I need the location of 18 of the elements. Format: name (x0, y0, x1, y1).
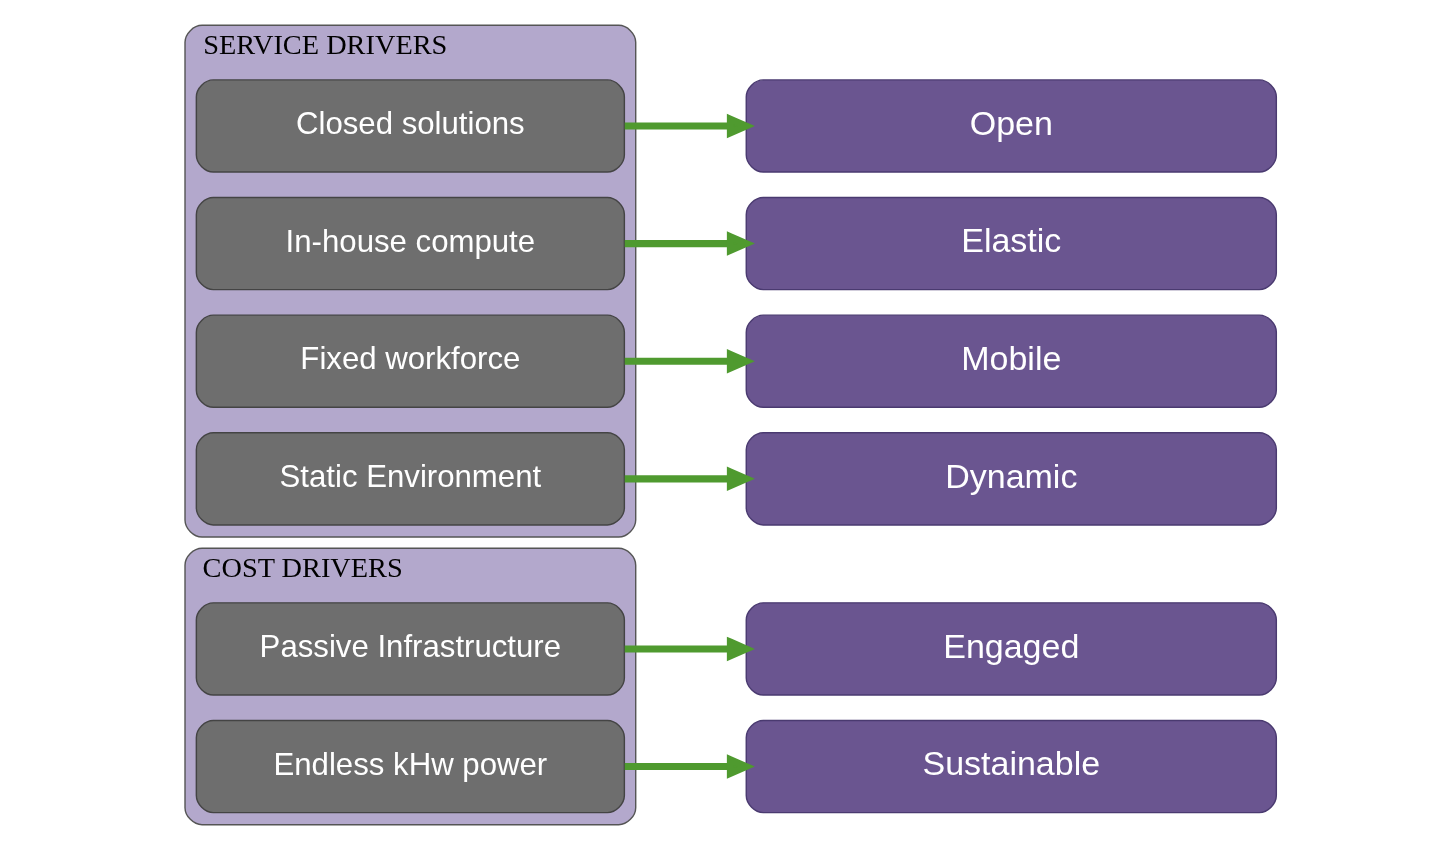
node-box: Engaged (745, 602, 1278, 696)
node-box: In-house compute (195, 196, 626, 291)
node-box: Fixed workforce (195, 314, 626, 408)
arrow (624, 754, 755, 779)
node-box: Elastic (745, 196, 1278, 291)
arrow (624, 113, 755, 139)
arrow (624, 231, 755, 256)
node-box: Static Environment (195, 432, 626, 526)
node-box: Endless kHw power (195, 719, 626, 814)
arrow (624, 636, 755, 662)
node-box: Dynamic (745, 432, 1278, 526)
node-box: Open (745, 79, 1278, 173)
arrow (624, 348, 755, 374)
node-box: Sustainable (745, 719, 1278, 814)
arrow (624, 466, 755, 492)
node-box: Passive Infrastructure (195, 602, 626, 696)
node-box: Closed solutions (195, 79, 626, 173)
node-box: Mobile (745, 314, 1278, 408)
